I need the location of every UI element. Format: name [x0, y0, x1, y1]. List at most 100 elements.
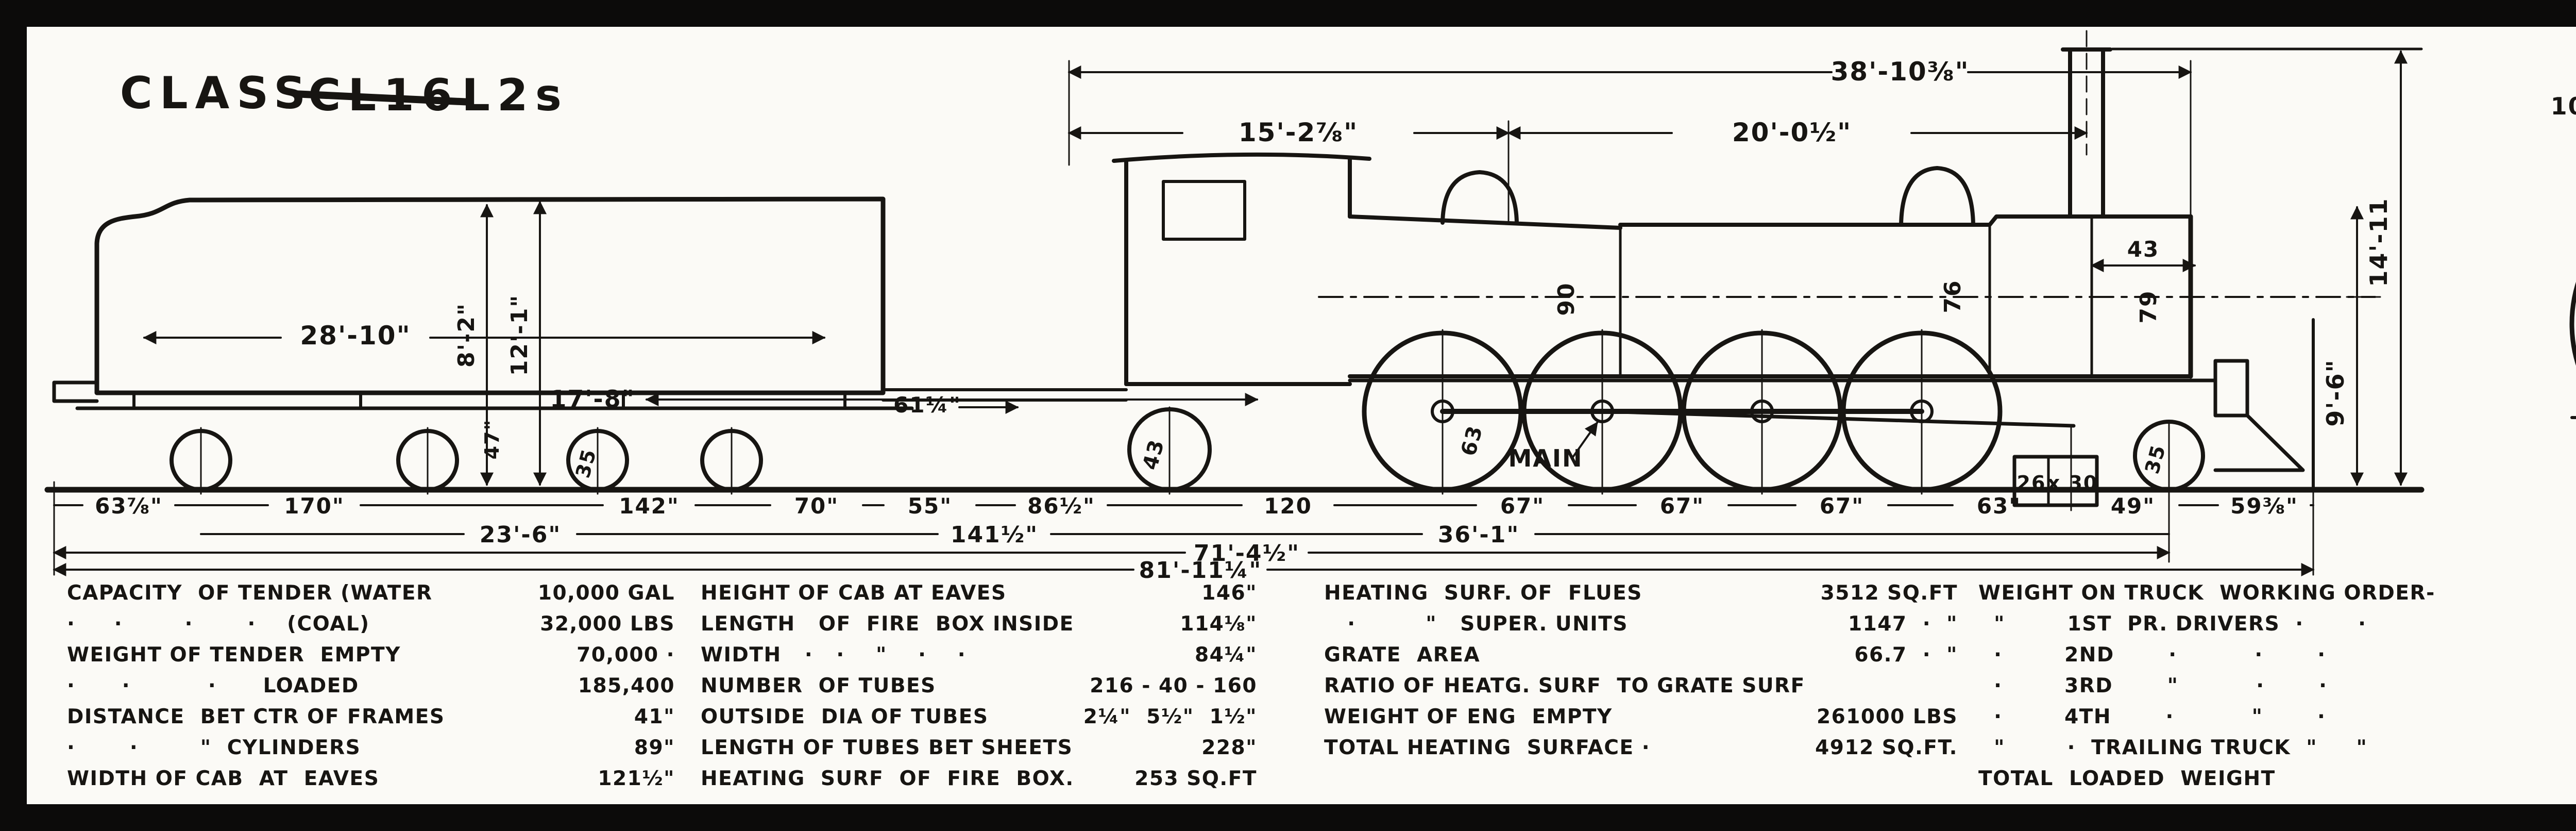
spec-row: DISTANCE BET CTR OF FRAMES 41" [67, 705, 675, 736]
pilot-bracket [2213, 359, 2249, 418]
spec-label: DISTANCE BET CTR OF FRAMES [67, 705, 445, 728]
cylinder-bore-label: 26 [2017, 472, 2046, 494]
spec-label: · · · · (COAL) [67, 612, 370, 636]
spec-label: OUTSIDE DIA OF TUBES [701, 705, 989, 728]
truck-wheel-dia-label: 35 [2141, 442, 2170, 476]
spec-label: WEIGHT OF TENDER EMPTY [67, 643, 401, 667]
spec-label: WEIGHT ON TRUCK WORKING ORDER- [1978, 581, 2435, 605]
chain1-2: 142" [619, 493, 680, 519]
spec-row: OUTSIDE DIA OF TUBES 2¼" 5½" 1½" [701, 705, 1257, 736]
spec-value: 2¼" 5½" 1½" [1083, 705, 1257, 728]
spec-label: " · TRAILING TRUCK " " [1978, 736, 2368, 759]
spec-row: " 1ST PR. DRIVERS · ·55200 " [1978, 612, 2576, 643]
dim-boiler-dia-2: 76 [1940, 279, 1966, 313]
spec-value: 1147 · " [1848, 612, 1958, 636]
chain4-overall: 81'-11¼" [1139, 557, 1262, 584]
spec-column-heating: HEATING SURF. OF FLUES 3512 SQ.FT · " SUP… [1324, 581, 1958, 767]
tender-wheel-dia-label: 35 [571, 446, 601, 480]
dim-rail-to-center: 9'-6" [2321, 359, 2349, 426]
chain2-1: 141½" [951, 522, 1038, 548]
title-block: CLASS CL16 L2s [120, 68, 562, 121]
spec-value: 10,000 GAL [537, 581, 675, 605]
chain1-4: 55" [908, 493, 952, 519]
spec-label: LENGTH OF FIRE BOX INSIDE [701, 612, 1074, 636]
spec-value: 66.7 · " [1854, 643, 1958, 667]
spec-label: · 3RD " · · [1978, 674, 2328, 697]
chain1-1: 170" [284, 493, 345, 519]
spec-row: HEATING SURF OF FIRE BOX. 253 SQ.FT [701, 767, 1257, 798]
spec-value: 261000 LBS [1816, 705, 1958, 728]
spec-value: 228" [1201, 736, 1257, 759]
spec-label: CAPACITY OF TENDER (WATER [67, 581, 433, 605]
cab-outline [1112, 152, 1371, 386]
dim-front-section: 20'-0½" [1732, 118, 1852, 147]
chain1-6: 120 [1264, 493, 1312, 519]
chain1-3: 70" [794, 493, 839, 519]
spec-value: 89" [634, 736, 675, 759]
spec-row: HEIGHT OF CAB AT EAVES 146" [701, 581, 1257, 612]
spec-value: 253 SQ.FT [1134, 767, 1257, 790]
witness-lines [53, 47, 2423, 576]
dim-frame-height: 47" [481, 419, 503, 460]
spec-row: WEIGHT ON TRUCK WORKING ORDER-20100 LBS. [1978, 581, 2576, 612]
spec-row: GRATE AREA 66.7 · " [1324, 643, 1958, 674]
dimension-lines [53, 50, 2408, 576]
spec-label: HEATING SURF. OF FLUES [1324, 581, 1642, 605]
spec-row: · 2ND · · ·54800 · [1978, 643, 2576, 674]
spec-label: WIDTH OF CAB AT EAVES [67, 767, 380, 790]
chain1-7: 67" [1500, 493, 1545, 519]
spec-column-weights: WEIGHT ON TRUCK WORKING ORDER-20100 LBS.… [1978, 581, 2576, 798]
spec-row: · " SUPER. UNITS 1147 · " [1324, 612, 1958, 643]
spec-label: TOTAL HEATING SURFACE · [1324, 736, 1651, 759]
spec-value: 32,000 LBS [540, 612, 675, 636]
chain1-5: 86½" [1027, 493, 1095, 519]
spec-row: WIDTH · · " · · 84¼" [701, 643, 1257, 674]
spec-value: 70,000 · [577, 643, 675, 667]
spec-label: GRATE AREA [1324, 643, 1481, 667]
spec-label: WIDTH · · " · · [701, 643, 967, 667]
boiler-outline [1318, 30, 2376, 383]
spec-label: · · · LOADED [67, 674, 359, 697]
spec-row: TOTAL LOADED WEIGHT292000 · [1978, 767, 2576, 798]
chain2-2: 36'-1" [1438, 522, 1520, 548]
spec-row: CAPACITY OF TENDER (WATER 10,000 GAL [67, 581, 675, 612]
locomotive-linework [44, 30, 2576, 576]
spec-value: 41" [634, 705, 675, 728]
spec-label: HEATING SURF OF FIRE BOX. [701, 767, 1074, 790]
spec-row: · · · · (COAL) 32,000 LBS [67, 612, 675, 643]
spec-label: · 4TH · " · [1978, 705, 2326, 728]
chain3-overall: 71'-4½" [1194, 540, 1300, 567]
dim-tender-height-2: 12'-1" [506, 294, 533, 376]
spec-label: TOTAL LOADED WEIGHT [1978, 767, 2276, 790]
chain1-0: 63⅞" [95, 493, 163, 519]
spec-label: · 2ND · · · [1978, 643, 2326, 667]
spec-row: RATIO OF HEATG. SURF TO GRATE SURF [1324, 674, 1958, 705]
spec-label: · " SUPER. UNITS [1324, 612, 1628, 636]
spec-value: 146" [1201, 581, 1257, 605]
dim-tender-len: 28'-10" [300, 321, 411, 351]
spec-value: 84¼" [1195, 643, 1257, 667]
class-word-label: CLASS [120, 68, 313, 119]
specification-table: CAPACITY OF TENDER (WATER 10,000 GAL · · … [0, 581, 2576, 808]
wheel-spacing-chain: 63⅞" 170" 142" 70" 55" 86½" 120 67" 67" … [95, 493, 2298, 584]
spec-label: HEIGHT OF CAB AT EAVES [701, 581, 1007, 605]
spec-value: 3512 SQ.FT [1820, 581, 1958, 605]
chain1-12: 59⅜" [2230, 493, 2298, 519]
spec-label: LENGTH OF TUBES BET SHEETS [701, 736, 1073, 759]
dim-rear-overhang: 61¼" [893, 392, 961, 418]
spec-label: RATIO OF HEATG. SURF TO GRATE SURF [1324, 674, 1805, 697]
strikethrough-line [293, 90, 472, 106]
dim-boiler-dia-3: 79 [2136, 290, 2162, 323]
cylinder-stroke-label: x 30 [2047, 472, 2098, 494]
spec-column-tender: CAPACITY OF TENDER (WATER 10,000 GAL · · … [67, 581, 675, 798]
spec-row: · 4TH · " ·54800 · [1978, 705, 2576, 736]
chain1-11: 49" [2111, 493, 2155, 519]
main-rod [1600, 409, 2076, 428]
spec-row: " · TRAILING TRUCK " "51900 " [1978, 736, 2576, 767]
smokebox-front-circle [2569, 281, 2576, 366]
dim-front-width: 10'-1½" [2551, 92, 2576, 120]
